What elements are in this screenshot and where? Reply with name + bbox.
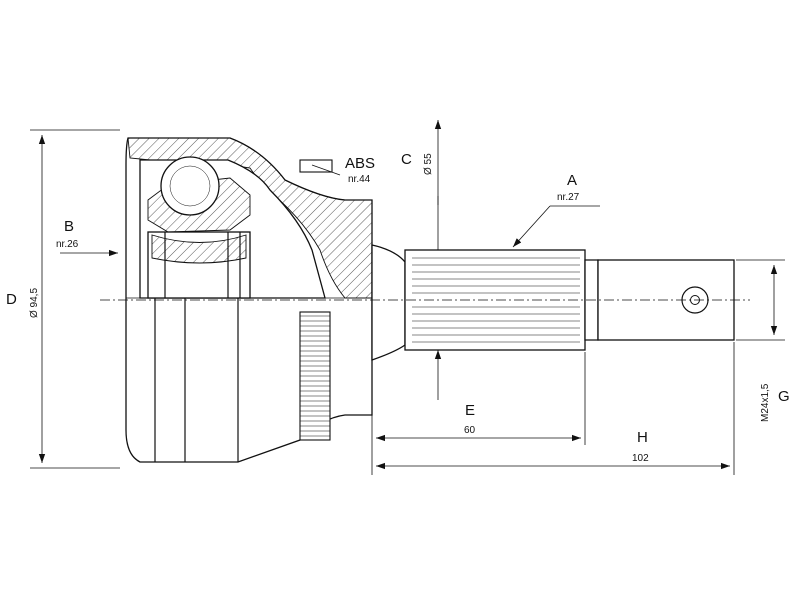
ball	[160, 156, 220, 216]
shaft-neck	[371, 244, 406, 361]
label-d-dim: Ø 94,5	[29, 288, 40, 318]
label-a-nr: nr.27	[557, 192, 580, 203]
dimension-g	[736, 259, 785, 341]
abs-ring	[299, 311, 331, 441]
label-g: G	[778, 388, 790, 405]
dimension-a-leader	[512, 205, 600, 248]
label-b: B	[64, 218, 74, 235]
abs-ring-teeth	[300, 315, 330, 437]
label-g-dim: M24x1,5	[760, 383, 771, 422]
ball-highlight	[169, 165, 211, 207]
dimension-h	[376, 342, 735, 475]
label-c: C	[401, 151, 412, 168]
label-e: E	[465, 402, 475, 419]
label-h: H	[637, 429, 648, 446]
dimension-d	[30, 129, 120, 469]
dimension-e	[371, 352, 586, 475]
label-abs: ABS	[345, 155, 375, 172]
label-c-dim: Ø 55	[423, 153, 434, 175]
label-b-nr: nr.26	[56, 239, 79, 250]
label-e-dim: 60	[464, 425, 476, 436]
label-abs-nr: nr.44	[348, 174, 371, 185]
label-d: D	[6, 291, 17, 308]
abs-leader	[311, 164, 341, 176]
label-a: A	[567, 172, 577, 189]
label-h-dim: 102	[632, 453, 649, 464]
